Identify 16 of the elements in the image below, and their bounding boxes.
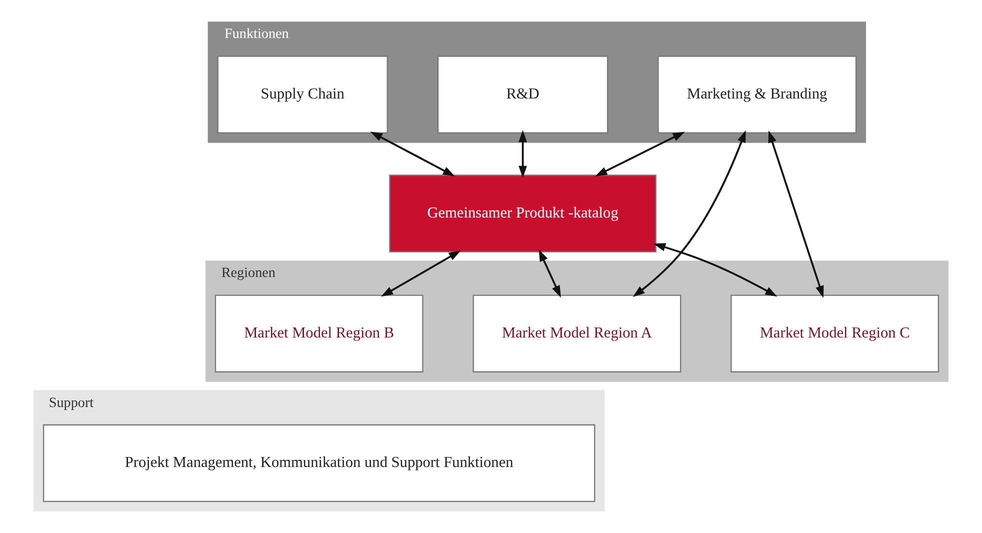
arrow (653, 243, 778, 297)
arrow (538, 249, 561, 298)
node-box: Gemeinsamer Produkt -katalog (389, 174, 656, 252)
arrow (381, 250, 461, 297)
node-box: Market Model Region B (214, 294, 424, 372)
node-box: Marketing & Branding (658, 56, 857, 134)
node-box: R&D (437, 56, 608, 134)
arrow (595, 132, 685, 176)
node-box: Market Model Region C (730, 294, 940, 372)
arrow (518, 130, 527, 178)
arrow (370, 132, 455, 176)
arrow (632, 130, 746, 298)
node-box: Projekt Management, Kommunikation und Support Funktionen (42, 424, 596, 502)
node-box: Supply Chain (217, 56, 388, 134)
node-box: Market Model Region A (472, 294, 682, 372)
arrow (768, 130, 824, 298)
